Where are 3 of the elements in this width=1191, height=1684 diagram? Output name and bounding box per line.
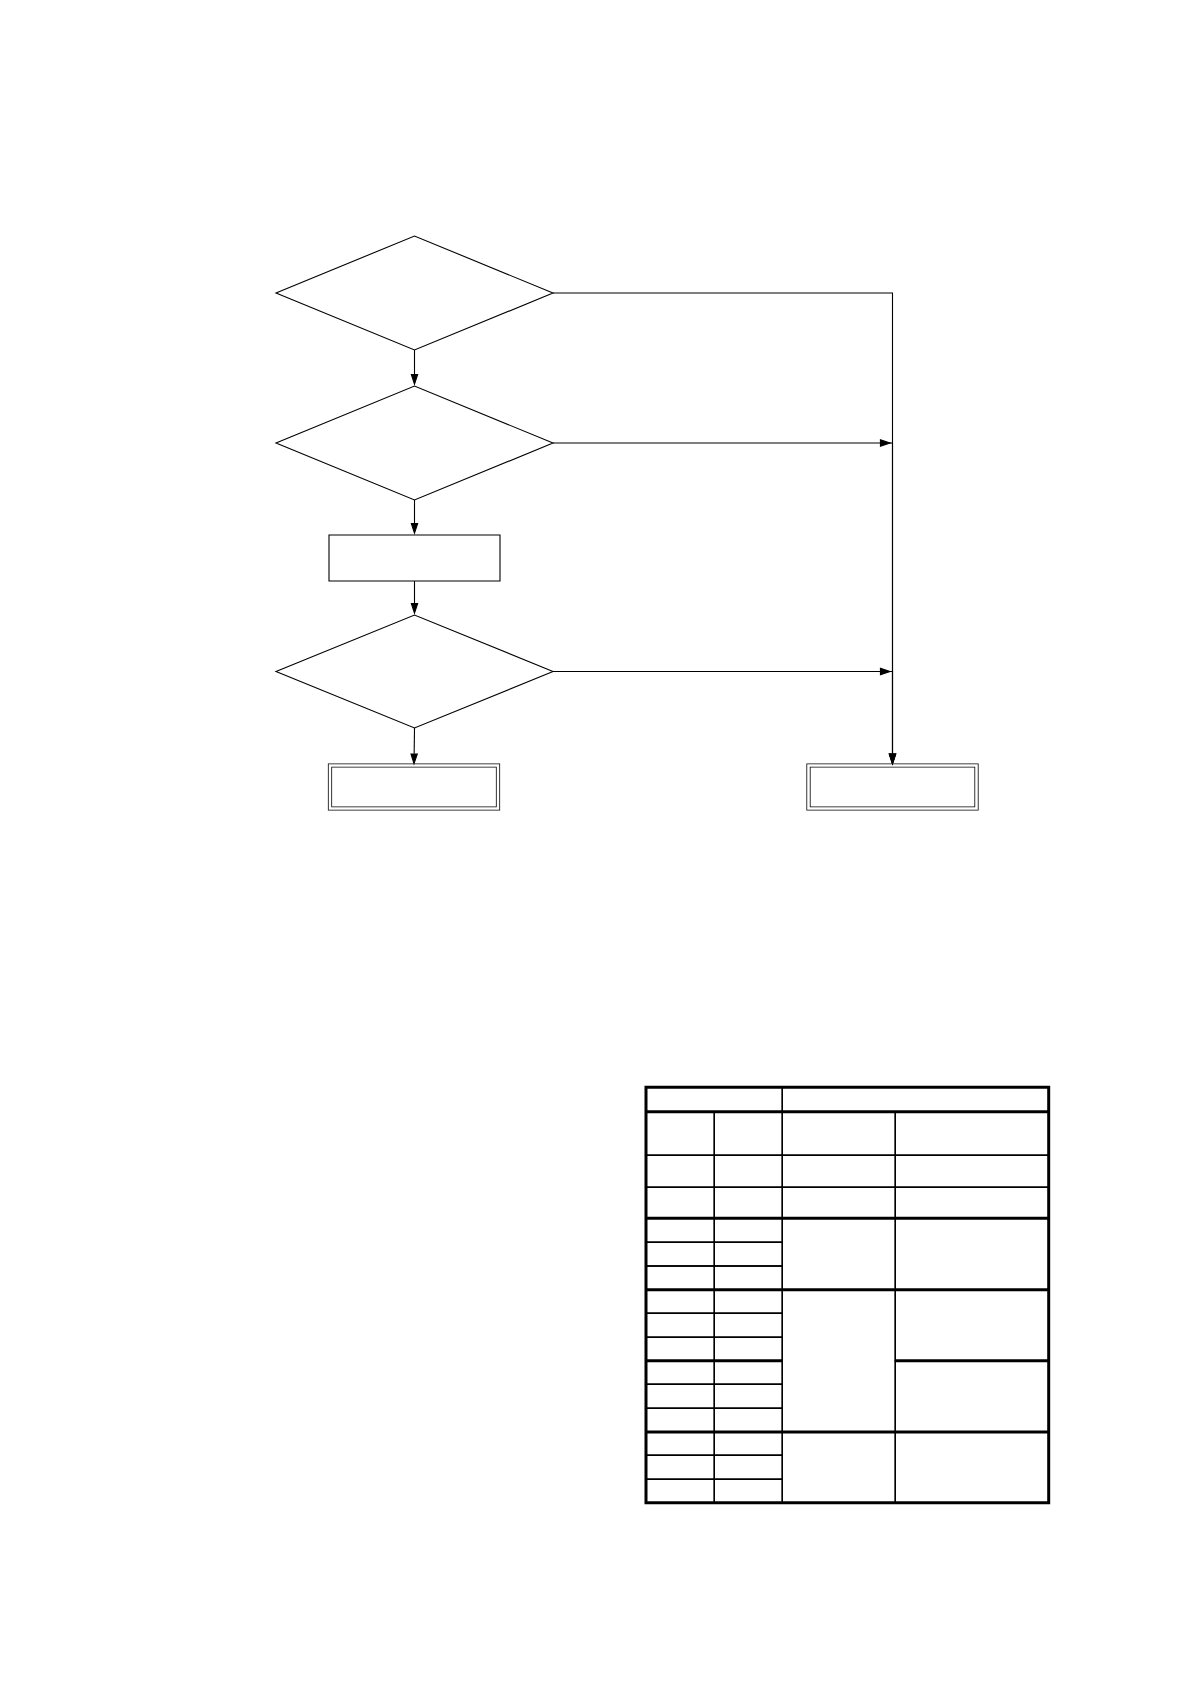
terminal-box bbox=[327, 763, 501, 811]
process-box bbox=[328, 534, 501, 582]
terminal-box bbox=[806, 763, 979, 811]
